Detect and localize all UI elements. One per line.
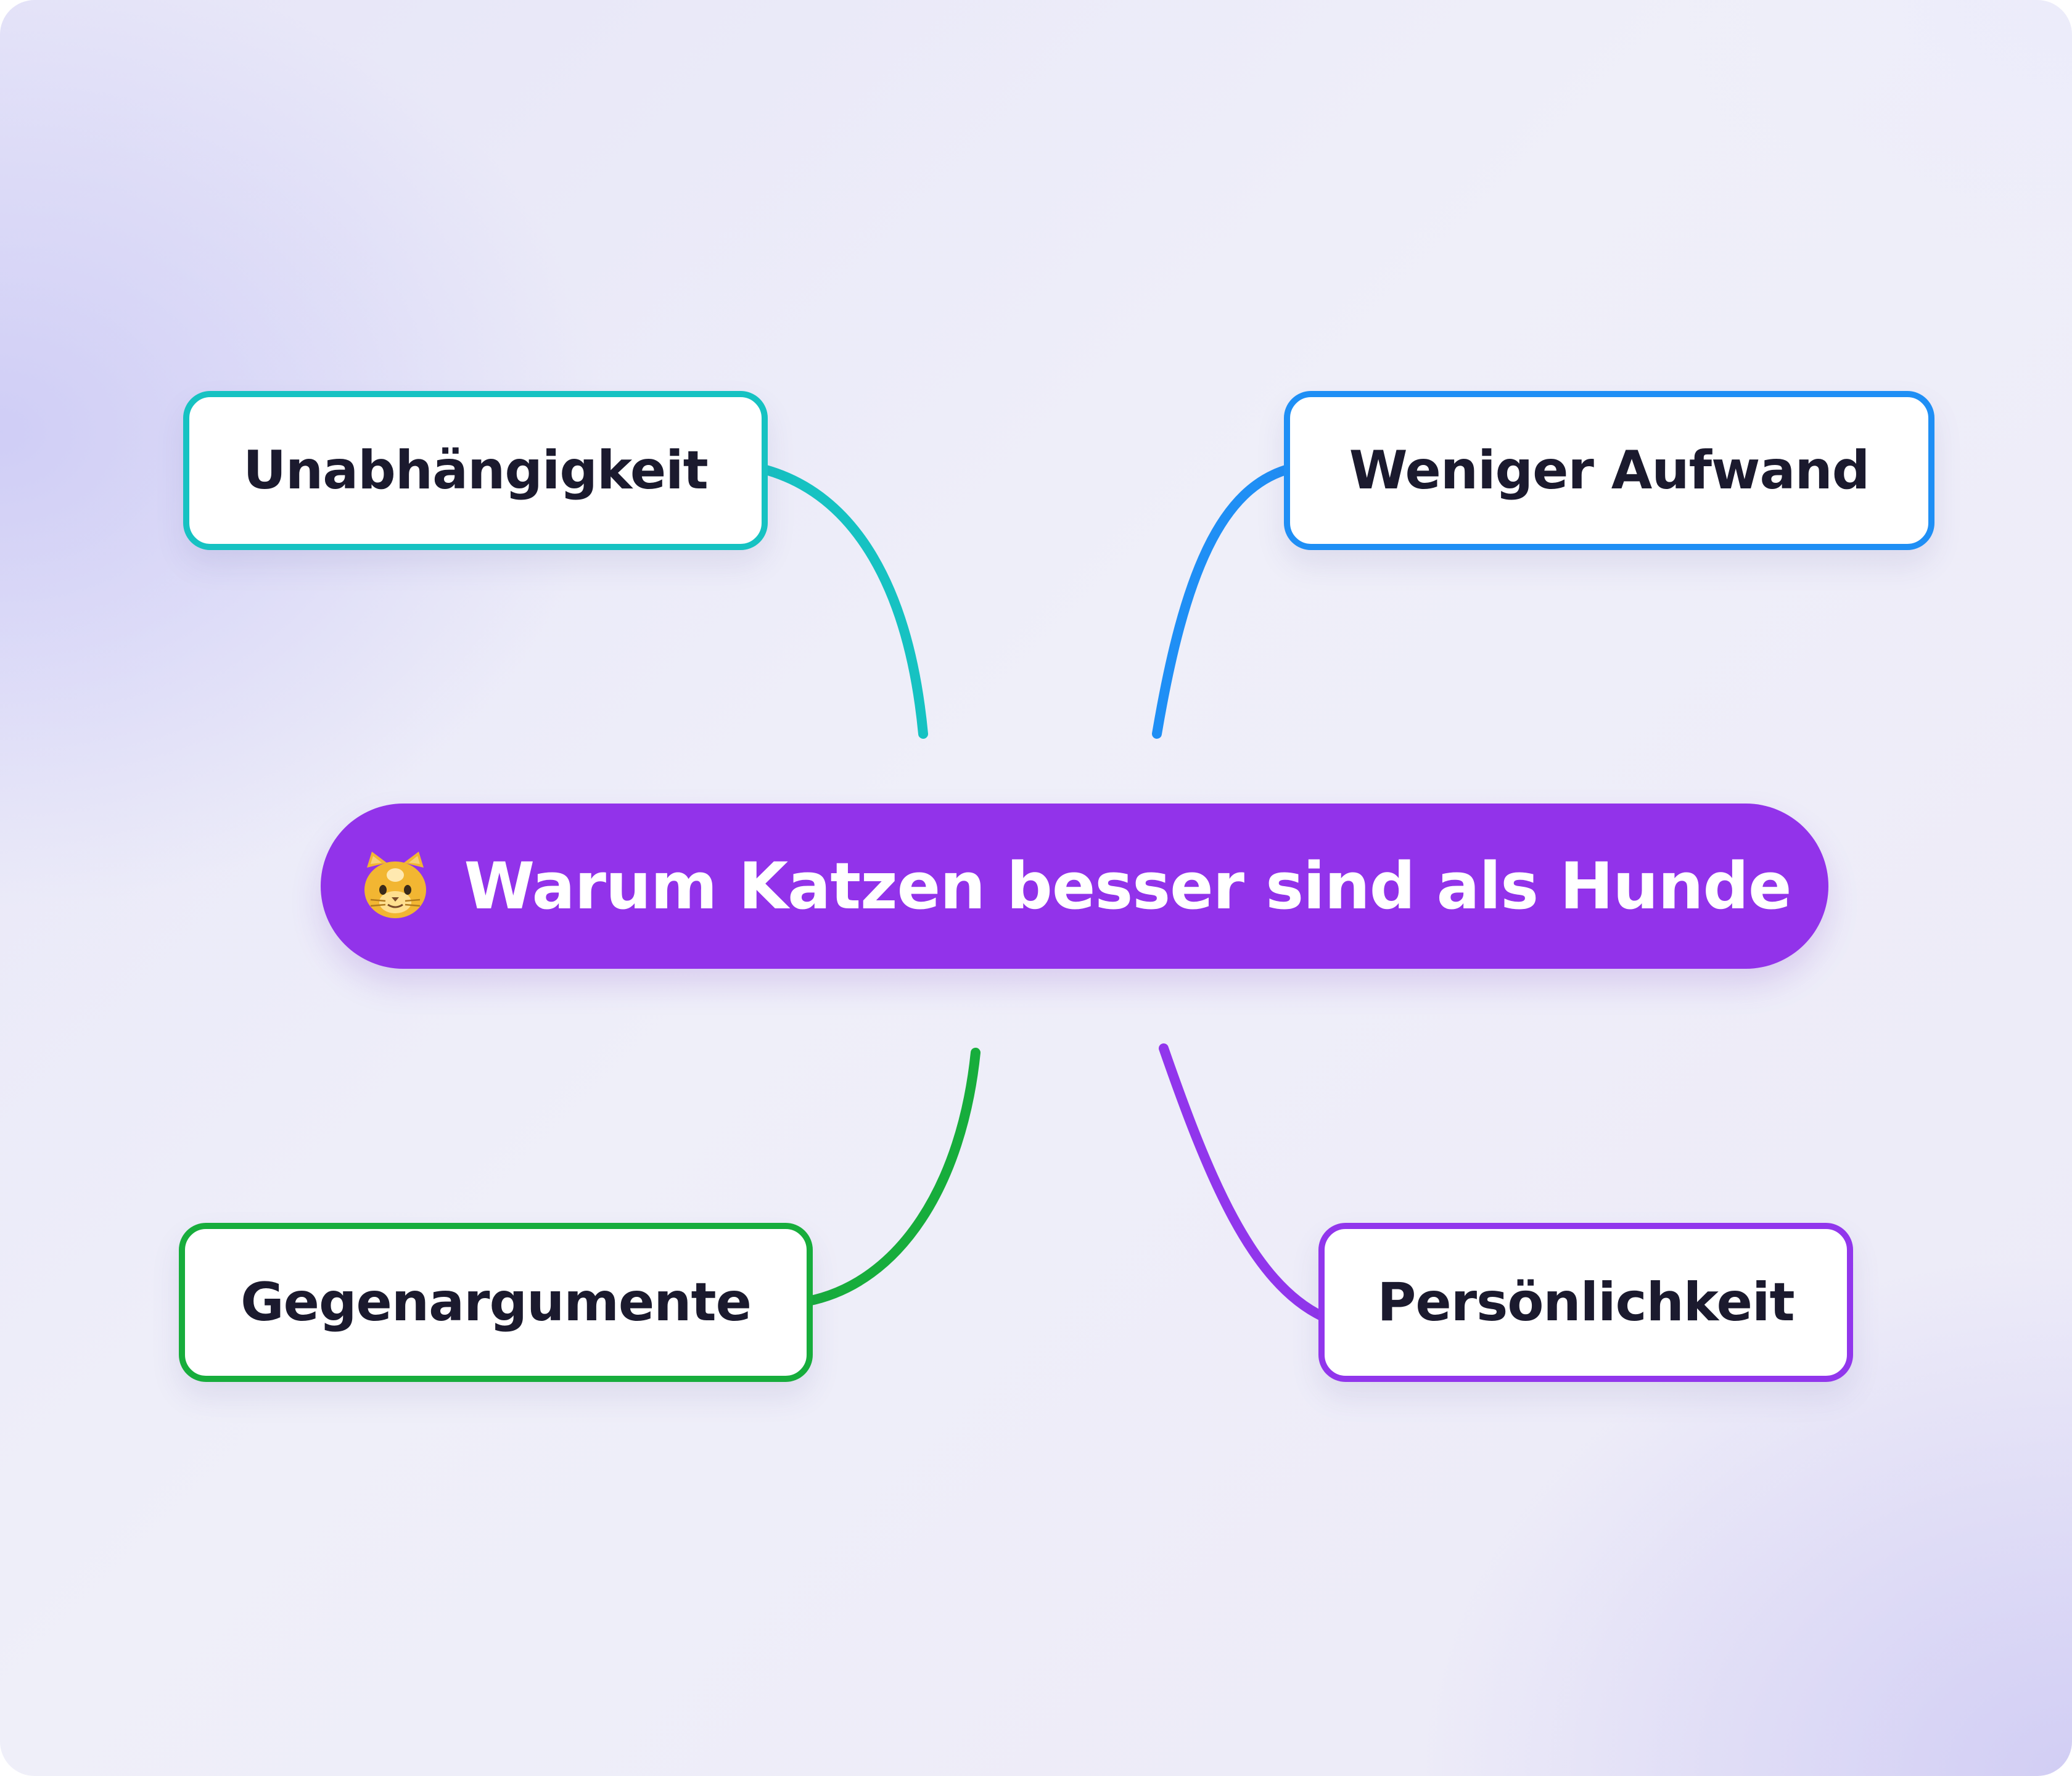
- node-gegenargumente[interactable]: Gegenargumente: [179, 1223, 813, 1382]
- central-topic-title: Warum Katzen besser sind als Hunde: [464, 849, 1792, 924]
- node-label: Persönlichkeit: [1377, 1272, 1794, 1333]
- node-persoenlichkeit[interactable]: Persönlichkeit: [1318, 1223, 1853, 1382]
- connector-gegenargumente: [803, 1048, 980, 1306]
- connector-weniger-aufwand: [1152, 464, 1295, 739]
- connector-unabhaengigkeit: [757, 464, 928, 739]
- node-label: Weniger Aufwand: [1349, 440, 1870, 501]
- node-unabhaengigkeit[interactable]: Unabhängigkeit: [183, 391, 768, 550]
- connector-persoenlichkeit: [1159, 1043, 1328, 1322]
- node-weniger-aufwand[interactable]: Weniger Aufwand: [1284, 391, 1934, 550]
- cat-face-icon: [364, 852, 426, 918]
- node-label: Gegenargumente: [240, 1272, 752, 1333]
- central-topic-node[interactable]: Warum Katzen besser sind als Hunde: [321, 804, 1828, 969]
- node-label: Unabhängigkeit: [243, 440, 709, 501]
